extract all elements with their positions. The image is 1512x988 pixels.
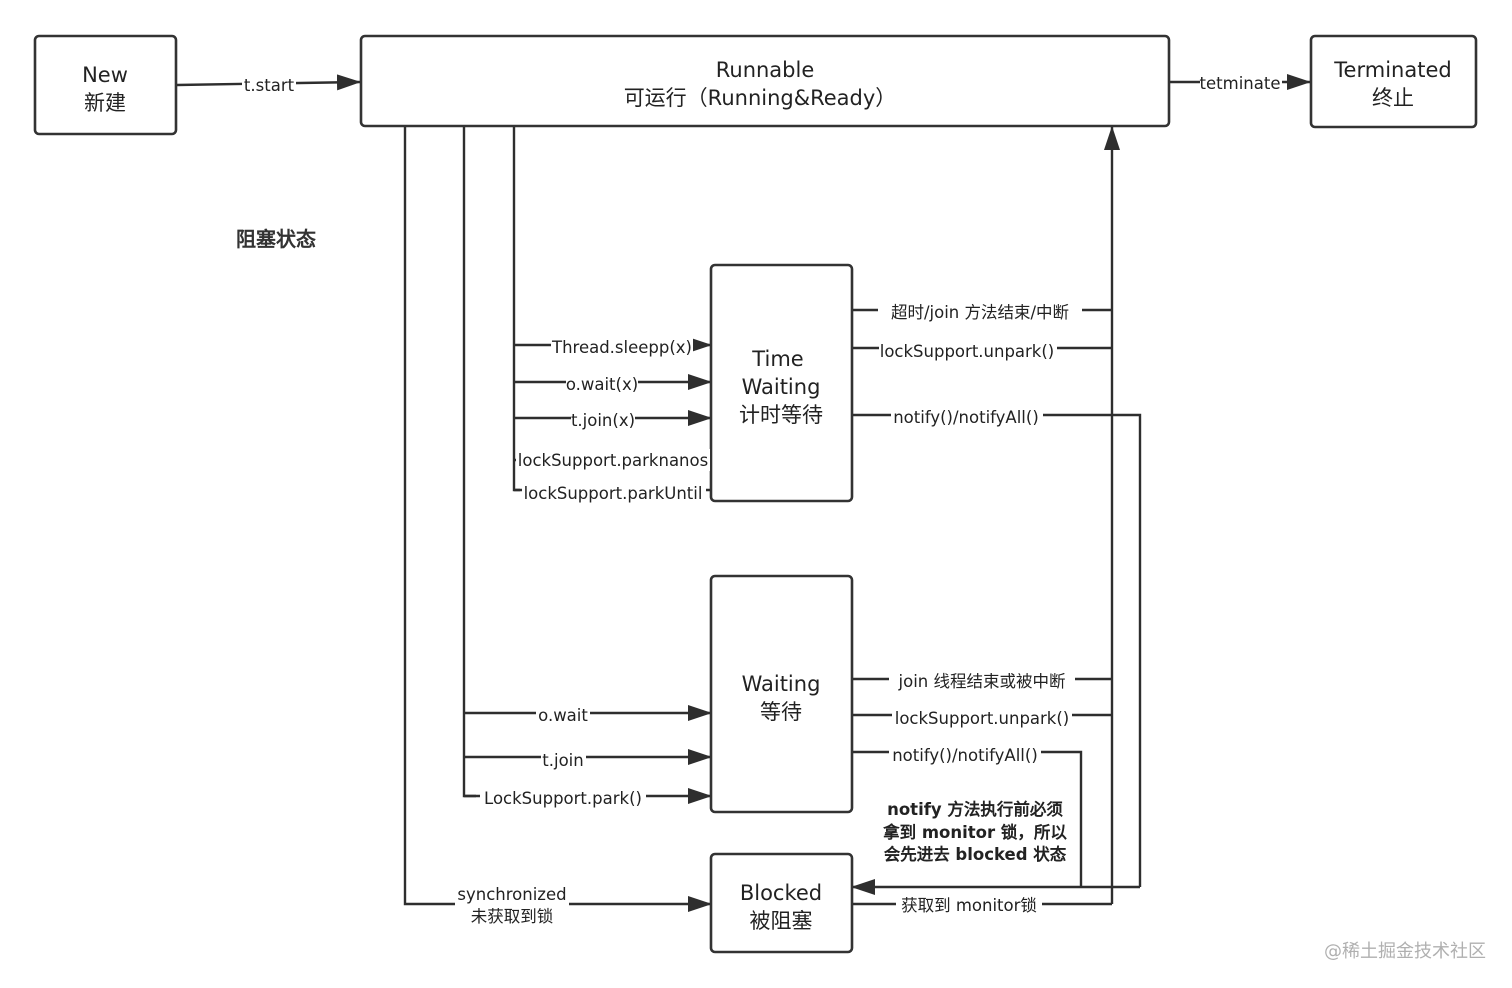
state-terminated-zh: 终止 — [1372, 86, 1414, 110]
label-synchronized: synchronized — [457, 885, 566, 904]
state-new-zh: 新建 — [84, 91, 126, 115]
state-runnable: Runnable 可运行（Running&Ready） — [359, 34, 1171, 128]
label-park-until: lockSupport.parkUntil — [524, 484, 703, 503]
label-lock-park: LockSupport.park() — [484, 789, 642, 808]
state-terminated: Terminated 终止 — [1309, 34, 1478, 129]
state-runnable-en: Runnable — [716, 58, 815, 82]
label-w-notify: notify()/notifyAll() — [892, 746, 1038, 765]
label-sleep: Thread.sleepp(x) — [551, 338, 692, 357]
state-new-en: New — [82, 63, 128, 87]
label-t-join: t.join — [542, 751, 583, 770]
label-w-unpark: lockSupport.unpark() — [895, 709, 1070, 728]
state-time-waiting-line1: Time — [751, 347, 803, 371]
section-label: 阻塞状态 — [236, 227, 316, 251]
note-line-1: notify 方法执行前必须 — [887, 799, 1063, 819]
state-blocked-en: Blocked — [740, 881, 822, 905]
state-blocked: Blocked 被阻塞 — [709, 852, 854, 954]
label-o-wait: o.wait — [538, 706, 588, 725]
state-waiting-en: Waiting — [742, 672, 821, 696]
state-waiting-zh: 等待 — [760, 700, 802, 724]
state-time-waiting-zh: 计时等待 — [739, 403, 823, 427]
label-tw-notify: notify()/notifyAll() — [893, 408, 1039, 427]
label-get-monitor: 获取到 monitor锁 — [901, 896, 1037, 915]
state-waiting: Waiting 等待 — [709, 574, 854, 814]
watermark: @稀土掘金技术社区 — [1324, 941, 1486, 962]
trunk-waiting — [462, 123, 476, 798]
state-time-waiting-line2: Waiting — [742, 375, 821, 399]
state-new: New 新建 — [33, 34, 178, 136]
label-tw-timeout: 超时/join 方法结束/中断 — [891, 303, 1069, 322]
label-tw-unpark: lockSupport.unpark() — [880, 342, 1055, 361]
note-line-2: 拿到 monitor 锁，所以 — [882, 822, 1067, 842]
label-park-nanos: lockSupport.parknanos — [518, 451, 708, 470]
state-time-waiting: Time Waiting 计时等待 — [709, 263, 854, 503]
edge-synchronized — [403, 127, 712, 912]
label-o-wait-x: o.wait(x) — [566, 375, 638, 394]
trunk-time-waiting — [512, 125, 520, 492]
label-w-join-end: join 线程结束或被中断 — [898, 672, 1066, 691]
edge-w-notify — [852, 750, 1083, 887]
state-terminated-en: Terminated — [1333, 58, 1451, 82]
note-line-3: 会先进去 blocked 状态 — [884, 844, 1067, 864]
label-t-start: t.start — [244, 76, 295, 95]
label-tetminate: tetminate — [1200, 74, 1281, 93]
label-t-join-x: t.join(x) — [571, 411, 635, 430]
label-no-lock: 未获取到锁 — [471, 907, 554, 926]
state-runnable-zh: 可运行（Running&Ready） — [624, 86, 897, 110]
state-blocked-zh: 被阻塞 — [750, 909, 813, 933]
